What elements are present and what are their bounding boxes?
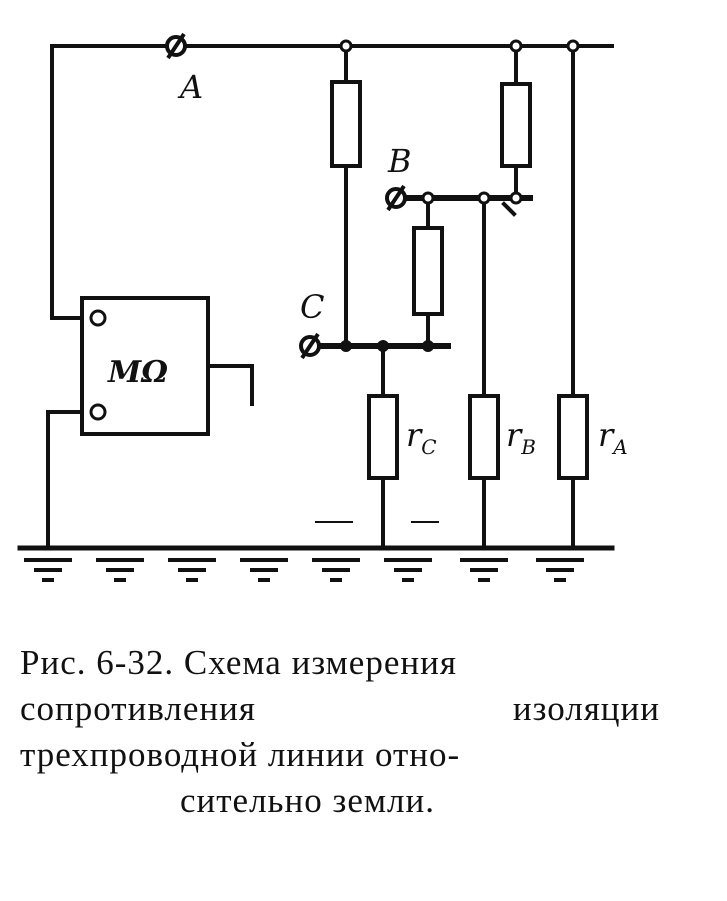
junction-b-rb: [477, 191, 491, 205]
megohmmeter-label: MΩ: [107, 355, 168, 390]
junction-a-r1: [339, 39, 353, 53]
junction-c-r1: [340, 340, 352, 352]
caption-line-2-word-2: изоляции: [512, 689, 660, 728]
resistor-rb-label: rB: [506, 416, 536, 459]
resistor-r-b: [468, 394, 500, 480]
terminal-c-symbol: [299, 332, 321, 360]
megohmmeter: MΩ: [80, 296, 210, 436]
resistor-a-c: [330, 80, 362, 168]
junction-b-r3: [421, 191, 435, 205]
caption-line-1: Рис. 6-32. Схема измерения: [20, 643, 457, 682]
junction-a-r2: [509, 39, 523, 53]
junction-b-r2: [509, 191, 523, 205]
resistor-r-c: [367, 394, 399, 480]
circuit-diagram: MΩ A B C rC rB rA: [17, 32, 628, 582]
caption-line-4: сительно земли.: [180, 781, 435, 820]
resistor-ra-label: rA: [598, 416, 628, 459]
resistor-a-b: [500, 82, 532, 168]
wire-meter-to-ground: [46, 410, 94, 550]
terminal-a-label: A: [177, 68, 203, 106]
terminal-a-symbol: [165, 32, 187, 60]
junction-c-r3: [422, 340, 434, 352]
resistor-rc-label: rC: [406, 416, 437, 459]
meter-terminal-top: [89, 309, 107, 327]
terminal-b-label: B: [387, 142, 412, 180]
junction-c-rc: [377, 340, 389, 352]
caption-line-2-word-1: сопротивления: [20, 689, 256, 728]
meter-terminal-bottom: [89, 403, 107, 421]
caption-line-2: сопротивления изоляции: [20, 686, 660, 732]
resistor-r-a: [557, 394, 589, 480]
ground-symbols: [24, 558, 584, 582]
junction-a-ra: [566, 39, 580, 53]
terminal-c-label: C: [300, 288, 324, 326]
resistor-b-c: [412, 226, 444, 316]
caption-line-3: трехпроводной линии отно-: [20, 735, 461, 774]
wire-left-to-meter: [50, 44, 94, 320]
terminal-b-symbol: [385, 184, 407, 212]
figure-caption: Рис. 6-32. Схема измерения сопротивления…: [20, 640, 680, 824]
meter-handle: [206, 364, 254, 406]
wire-b-tick: [501, 201, 517, 217]
